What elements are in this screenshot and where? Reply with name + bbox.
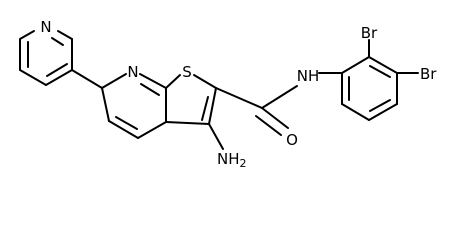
bond <box>46 63 68 77</box>
carbonyl-oxygen-label: O <box>286 131 298 149</box>
bond <box>215 87 263 109</box>
sulfur-label: S <box>182 63 192 81</box>
pyridine-nitrogen-label: N <box>40 18 51 36</box>
bond <box>261 85 298 109</box>
bonds <box>19 30 419 150</box>
atom-labels: N N S NH O NH2 Br Br <box>40 18 437 170</box>
bond <box>368 103 398 121</box>
para-bromine-label: Br <box>420 65 437 83</box>
bond <box>71 69 103 89</box>
bond <box>19 69 47 86</box>
amide-nh-label: NH <box>297 67 320 85</box>
bond <box>165 121 210 125</box>
bond <box>101 73 127 89</box>
bond <box>51 37 64 46</box>
bond <box>115 116 138 130</box>
bond <box>193 74 217 89</box>
amino-subscript: 2 <box>240 157 247 170</box>
bond <box>108 120 139 139</box>
molecule-structure: N N S NH O NH2 Br Br <box>19 18 437 170</box>
bond <box>208 123 224 150</box>
bond <box>255 115 282 136</box>
ortho-bromine-label: Br <box>361 24 378 42</box>
bond <box>261 107 289 129</box>
bond <box>369 65 391 78</box>
bond <box>45 69 73 86</box>
bond <box>208 87 217 125</box>
bond <box>101 87 110 122</box>
amino-label: NH2 <box>217 150 247 170</box>
bond <box>201 96 209 121</box>
bond <box>137 121 167 139</box>
bond <box>369 99 391 112</box>
bond <box>341 56 370 74</box>
bond <box>368 56 398 74</box>
bond <box>19 30 35 40</box>
bond <box>139 73 167 89</box>
amino-nh-text: NH <box>217 150 240 168</box>
bond <box>140 83 160 96</box>
core-nitrogen-label: N <box>127 63 138 81</box>
bond <box>165 74 181 89</box>
bond <box>341 103 370 121</box>
bond <box>57 30 73 40</box>
